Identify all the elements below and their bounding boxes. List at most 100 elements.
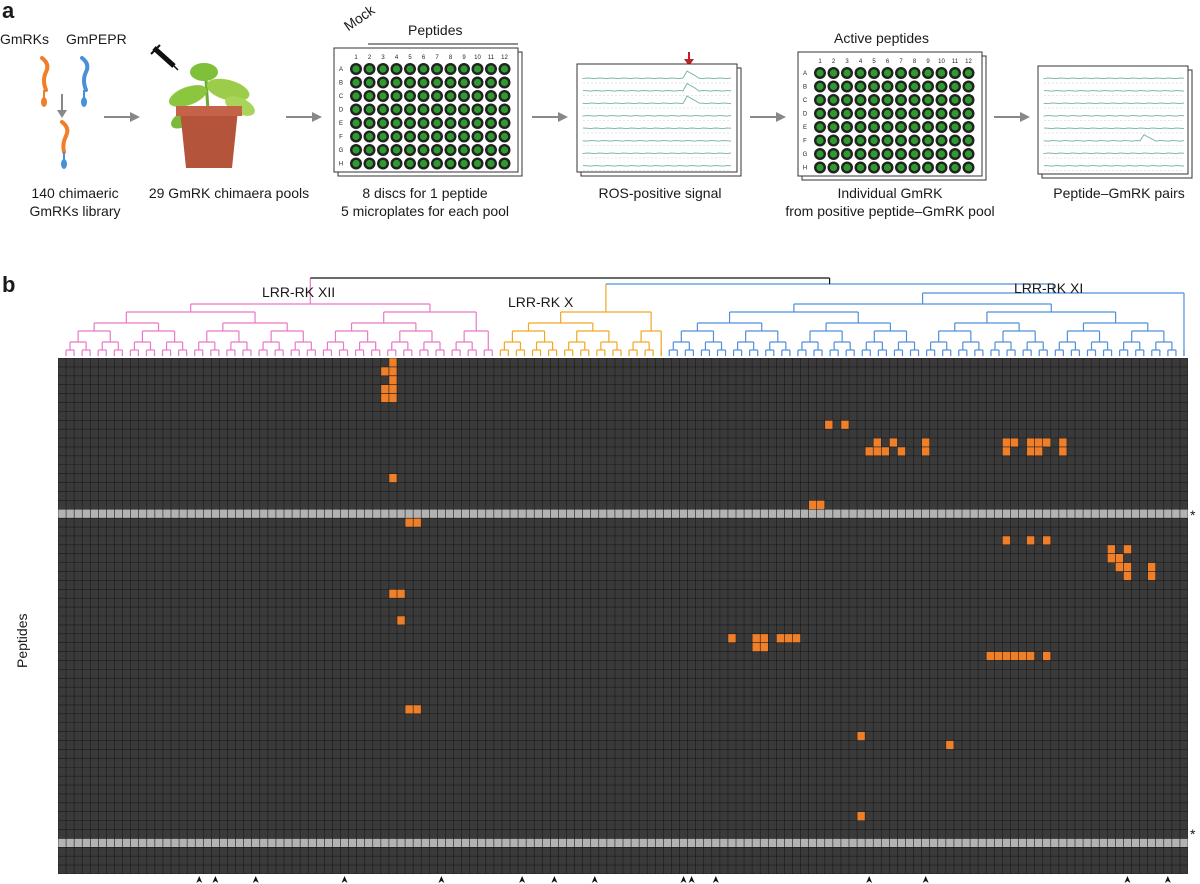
plate-2-well-fill	[883, 150, 892, 158]
receptor-schematic	[40, 56, 90, 169]
plate-2-well-fill	[870, 163, 878, 172]
plate-2-well-fill	[856, 69, 865, 77]
plate-1-well-fill	[473, 105, 482, 114]
plate-1-well-fill	[352, 132, 360, 141]
trace-line	[582, 164, 732, 167]
plate-2-row-label: G	[803, 152, 808, 158]
plate-1-well-fill	[352, 65, 360, 73]
plate-2-well-fill	[883, 109, 892, 118]
positive-cell	[727, 633, 736, 643]
plate-1-col-label: 5	[408, 55, 412, 61]
plate-1-well-fill	[487, 78, 495, 87]
heatmap	[58, 358, 1188, 874]
positive-cell	[760, 633, 769, 643]
plate-2-well-fill	[924, 136, 932, 145]
plate-1-well-fill	[379, 65, 387, 73]
positive-cell	[1026, 438, 1035, 447]
plate-2-well-fill	[816, 136, 824, 145]
plate-2-well-fill	[816, 109, 824, 118]
positive-cell	[1026, 535, 1035, 545]
plate-1-col-label: 10	[474, 55, 481, 61]
positive-cell	[921, 438, 930, 447]
positive-cell	[865, 446, 874, 456]
plate-2-col-label: 9	[926, 59, 930, 65]
plate-1-row-label: E	[339, 121, 343, 127]
plate-1-well-fill	[446, 159, 455, 168]
plate-1-well-fill	[460, 78, 468, 87]
plate-2-col-label: 4	[859, 59, 863, 65]
plate-2-well-fill	[924, 123, 932, 131]
plate-1-well-fill	[406, 65, 414, 73]
plate-1-well-fill	[446, 119, 455, 127]
plate-2-col-label: 5	[872, 59, 876, 65]
plate-2-well-fill	[870, 150, 878, 158]
individual-line-1: Individual GmRK	[837, 185, 943, 201]
positive-cell	[1026, 446, 1035, 456]
arrowhead-icon	[922, 876, 929, 883]
plate-2-row-label: D	[803, 112, 808, 118]
plate-1-well-fill	[392, 132, 401, 141]
plate-2-well-fill	[924, 150, 932, 158]
plate-1-well-fill	[392, 159, 401, 168]
positive-cell	[921, 446, 930, 456]
positive-cell	[388, 358, 397, 367]
plate-2-well-fill	[816, 123, 824, 131]
arrowhead-icon	[1164, 876, 1171, 883]
plate-1-col-label: 4	[395, 55, 399, 61]
plate-2-well-fill	[856, 82, 865, 91]
plate-1-row-label: D	[339, 108, 344, 114]
plate-2-well-fill	[843, 109, 851, 118]
ros-traces	[576, 52, 742, 177]
plate-2-row-label: H	[803, 166, 807, 172]
trace-line	[582, 139, 732, 142]
arrowhead-icon	[680, 876, 687, 883]
positive-cell	[388, 473, 397, 483]
plate-1-well-fill	[487, 146, 495, 154]
plate-2-well-fill	[856, 136, 865, 145]
positive-cell	[397, 589, 406, 599]
plate-2-well-fill	[910, 96, 919, 104]
plate-2-well-fill	[910, 69, 919, 77]
positive-cell	[1002, 651, 1011, 661]
pairs-label: Peptide–GmRK pairs	[1053, 185, 1185, 201]
plate-2-well-fill	[897, 163, 905, 172]
plate-1-well-fill	[487, 105, 495, 114]
flow-arrow-5-icon	[994, 112, 1030, 122]
plate-2-well-fill	[883, 136, 892, 145]
plate-1-well-fill	[419, 159, 428, 168]
plate-2-well-fill	[964, 136, 973, 145]
trace-line	[1043, 152, 1185, 155]
plate-1-well-fill	[392, 92, 401, 100]
plate-1-well-fill	[365, 105, 374, 114]
plate-1-well-fill	[446, 132, 455, 141]
plate-2-well-fill	[964, 82, 973, 91]
trace-line	[582, 82, 732, 92]
plate-2-well-fill	[816, 150, 824, 158]
plate-1-well-fill	[365, 92, 374, 100]
plate-2-well-fill	[843, 163, 851, 172]
plate-1-well-fill	[406, 159, 414, 168]
plate-1-well-fill	[446, 78, 455, 87]
y-axis-label-text: Peptides	[14, 613, 30, 668]
plate-1-col-label: 12	[501, 55, 508, 61]
plate-1-well-fill	[433, 105, 441, 114]
plate-2-well-fill	[951, 109, 959, 118]
positive-cell	[994, 651, 1003, 661]
plate-2-well-fill	[897, 96, 905, 104]
plate-2-col-label: 7	[899, 59, 903, 65]
positive-cell	[857, 731, 866, 741]
plate-1-col-label: 8	[449, 55, 453, 61]
plate-1-well-fill	[406, 105, 414, 114]
plate-2-well-fill	[843, 136, 851, 145]
plate-1-well-fill	[379, 92, 387, 100]
plate-1-well-fill	[365, 132, 374, 141]
active-peptides-label: Active peptides	[834, 30, 929, 46]
library-label: 140 chimaeric GmRKs library	[10, 184, 140, 220]
plate-1-well-fill	[433, 119, 441, 127]
plate-1-well-fill	[500, 65, 509, 73]
plate-1-well-fill	[473, 119, 482, 127]
positive-cell	[1115, 562, 1124, 572]
plate-2-well-fill	[951, 96, 959, 104]
plate-1-well-fill	[365, 65, 374, 73]
